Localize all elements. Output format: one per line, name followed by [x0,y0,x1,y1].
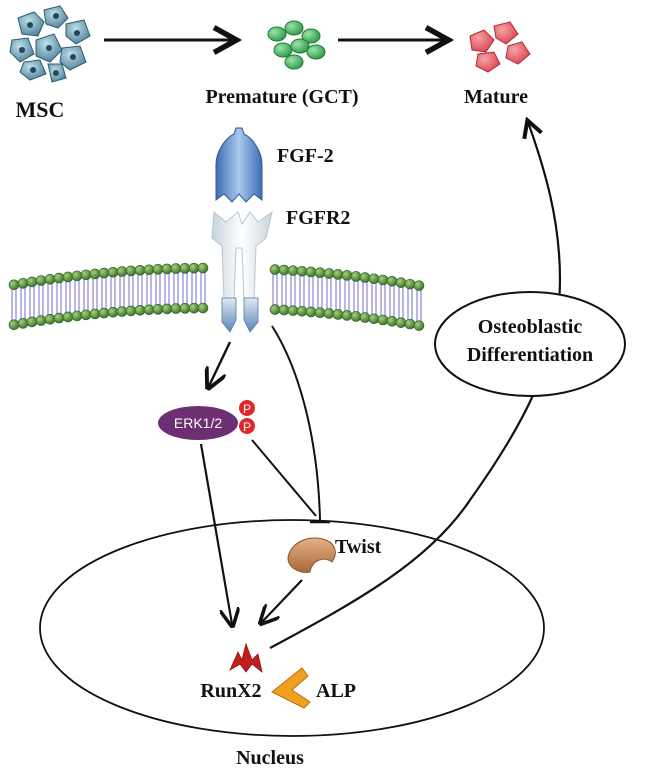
premature-cell-cluster-icon [267,20,326,70]
fgf2-label: FGF-2 [277,145,334,167]
nucleus-label: Nucleus [236,747,304,769]
fgfr2-label: FGFR2 [286,207,350,229]
osteoblastic-differentiation-bubble [434,291,626,397]
fgf2-ligand-icon [215,127,263,203]
cell-membrane [8,262,425,331]
runx2-transcription-factor-icon [229,642,263,674]
fgfr2-receptor-icon [211,210,273,333]
alp-label: ALP [316,680,356,702]
erk12-kinase: ERK1/2 [158,406,238,440]
phospho-label-2: P [243,420,251,434]
receptor-to-twist-inhibition [271,325,321,521]
phospho-group-1-icon: P [239,400,255,416]
runx2-to-mature-arrow [269,122,562,649]
alp-enzyme-icon [271,667,311,709]
phospho-group-2-icon: P [239,418,255,434]
nucleus-boundary [39,519,545,737]
msc-cell-cluster-icon [9,5,91,83]
runx2-label: RunX2 [200,680,261,702]
msc-label: MSC [16,97,65,122]
mature-cell-cluster-icon [469,21,531,73]
twist-to-runx2-arrow [262,579,303,622]
erk12-label: ERK1/2 [174,415,222,431]
receptor-to-erk-arrow [209,341,232,386]
twist-protein-icon [287,537,336,573]
mature-label: Mature [464,86,528,108]
premature-label: Premature (GCT) [205,86,358,108]
twist-label: Twist [335,536,382,558]
erk-to-runx2-arrow [199,443,232,624]
erk-to-twist-inhibition [251,439,317,517]
osteoblastic-label: Osteoblastic [478,316,583,338]
phospho-label-1: P [243,402,251,416]
differentiation-label: Differentiation [467,344,593,366]
